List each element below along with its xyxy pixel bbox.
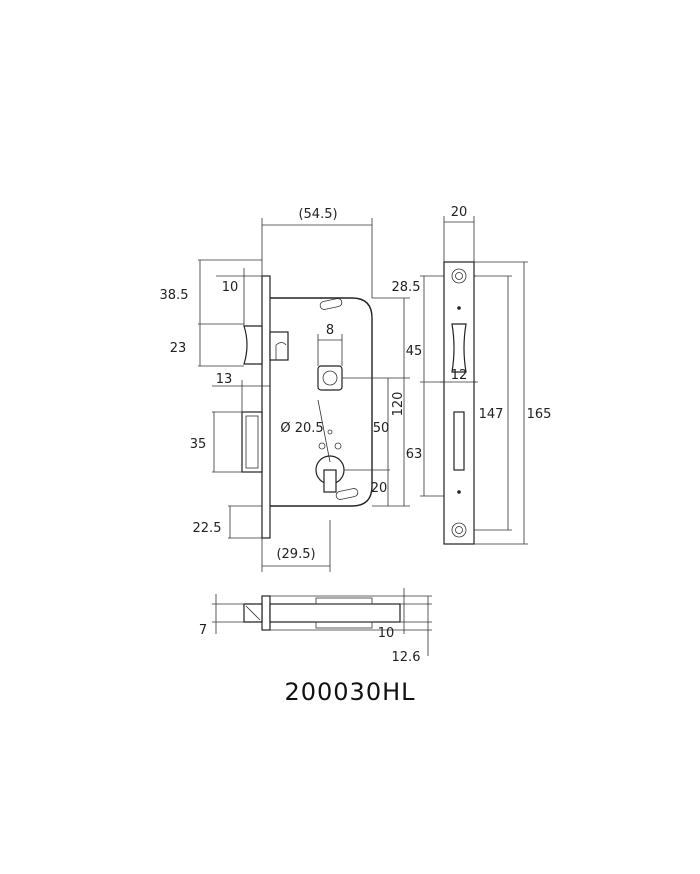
model-code: 200030HL [284, 678, 416, 706]
cylinder-pin-right [334, 442, 342, 450]
dim-28-5: 28.5 [392, 280, 421, 295]
dim-12: 12 [451, 368, 468, 383]
dim-10-side: 10 [378, 626, 395, 641]
screw-slot-bottom [335, 488, 359, 500]
dim-7: 7 [199, 623, 207, 638]
faceplate-bolt-opening [453, 411, 465, 471]
dim-35: 35 [190, 437, 207, 452]
side-view [212, 588, 432, 656]
diameter-leader [317, 399, 331, 463]
cylinder-slot [323, 469, 337, 493]
faceplate-latch-opening [451, 323, 467, 373]
dim-8: 8 [326, 323, 334, 338]
dim-38-5: 38.5 [160, 288, 189, 303]
dim-10-top: 10 [222, 280, 239, 295]
dim-faceplate-width: 20 [451, 205, 468, 220]
lock-front-plate [261, 275, 271, 539]
lock-body [241, 275, 373, 539]
screw-slot-top [319, 298, 343, 310]
dim-45: 45 [406, 344, 423, 359]
side-follower-bottom [315, 621, 373, 629]
dim-165: 165 [527, 407, 552, 422]
dim-50: 50 [373, 421, 390, 436]
dim-23: 23 [170, 341, 187, 356]
strike-faceplate [440, 216, 528, 545]
side-case [269, 603, 401, 623]
dead-bolt-inner [245, 415, 259, 469]
dim-diameter: Ø 20.5 [280, 421, 323, 436]
dim-29-5: (29.5) [276, 547, 315, 562]
dead-bolt [241, 411, 263, 473]
dim-22-5: 22.5 [193, 521, 222, 536]
dim-backset: (54.5) [298, 207, 337, 222]
latch-tail [269, 331, 289, 361]
dim-63: 63 [406, 447, 423, 462]
lock-case-outline [270, 297, 373, 507]
side-follower-top [315, 597, 373, 605]
latch-bolt [243, 325, 263, 365]
side-front-plate [261, 595, 271, 631]
faceplate-outline [443, 261, 475, 545]
dim-147: 147 [479, 407, 504, 422]
follower-hole [322, 370, 338, 386]
dimension-labels: (54.5) 20 10 38.5 28.5 8 23 45 13 12 120… [160, 205, 552, 665]
main-dimension-lines [198, 218, 476, 572]
faceplate-screw-top [451, 268, 467, 284]
latch-spring [275, 342, 287, 360]
dim-20-bottom: 20 [371, 481, 388, 496]
follower-square [317, 365, 343, 391]
cylinder-pin-left [318, 442, 326, 450]
cylinder-pin-top [327, 429, 333, 435]
dim-120: 120 [391, 392, 406, 417]
dim-12-6: 12.6 [392, 650, 421, 665]
dim-13: 13 [216, 372, 233, 387]
faceplate-screw-bottom [451, 522, 467, 538]
